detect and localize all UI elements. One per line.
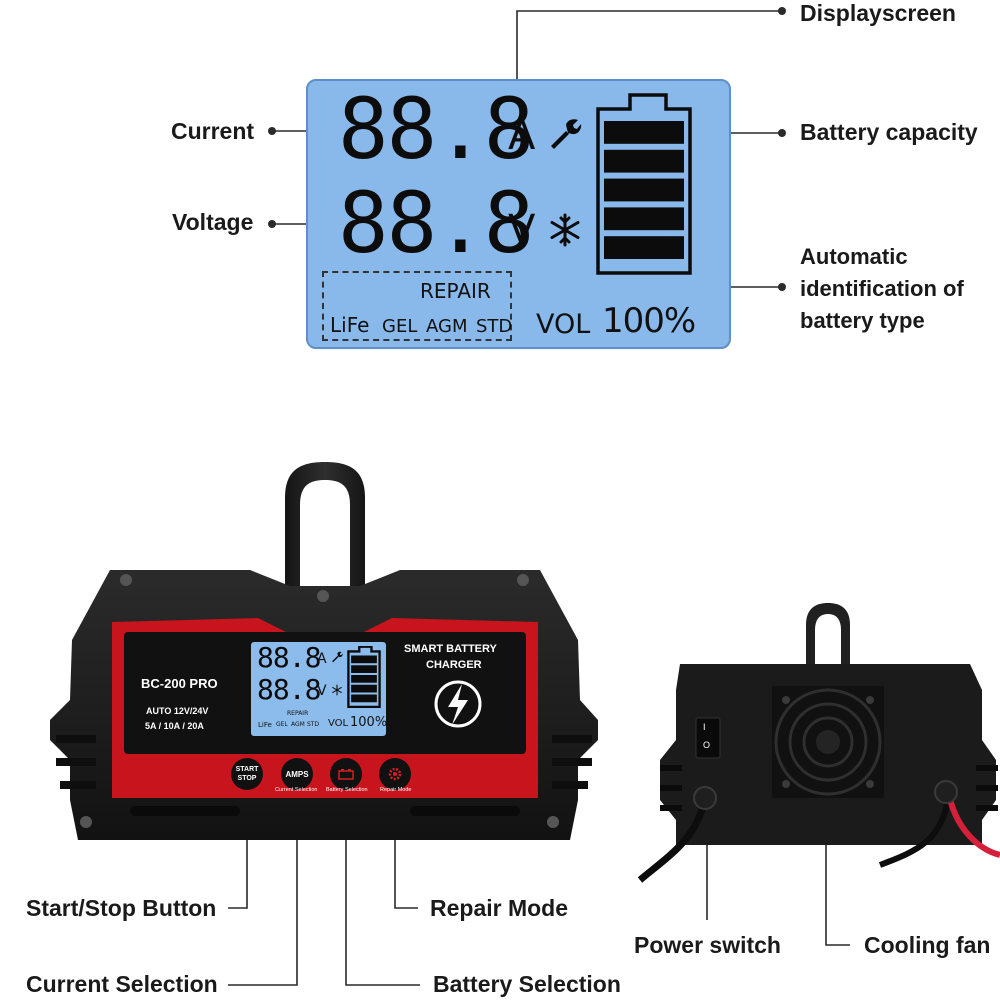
cable-gland — [693, 786, 717, 810]
device-type-std: STD — [307, 721, 320, 728]
fan-grill — [774, 688, 882, 796]
voltage-label: Voltage — [172, 209, 254, 235]
battery-type-box — [322, 271, 512, 341]
dot — [268, 127, 276, 135]
type-gel: GEL — [382, 316, 418, 337]
battery-icon — [338, 769, 354, 780]
battery-selection-label: Battery Selection — [433, 971, 621, 997]
current-selection-label: Current Selection — [26, 971, 218, 997]
dot — [268, 220, 276, 228]
vol-text: VOL — [536, 309, 591, 340]
device-battery-icon — [347, 646, 381, 708]
start-stop-button[interactable]: START STOP — [231, 758, 263, 790]
battery-bar — [351, 675, 377, 683]
device-lcd: 88.8 A 88.8 V REPAIR LiFe GEL AGM STD VO… — [251, 641, 388, 736]
current-selection-leader — [228, 803, 298, 986]
switch-on-symbol: I — [703, 722, 706, 732]
current-selection-caption: Current Selection — [275, 787, 318, 793]
back-handle-opening — [815, 614, 841, 670]
current-digits: 88.8 — [338, 80, 534, 178]
power-switch-label: Power switch — [634, 932, 781, 958]
title-line-2: CHARGER — [426, 659, 482, 671]
cooling-fan-label: Cooling fan — [864, 932, 991, 958]
device-wrench-icon — [332, 651, 343, 663]
battery-bar — [604, 236, 684, 259]
displayscreen-leader — [516, 10, 782, 100]
current-unit: A — [508, 113, 536, 159]
battery-selection-caption: Battery Selection — [326, 787, 368, 793]
voltage-unit: V — [508, 207, 536, 253]
snowflake-icon — [550, 213, 580, 247]
device-voltage-digits: 88.8 — [257, 673, 321, 706]
device-repair-text: REPAIR — [287, 710, 309, 717]
dot — [778, 7, 786, 15]
battery-bar — [604, 178, 684, 202]
device-percent-text: 100% — [350, 715, 388, 730]
black-cable-2 — [878, 799, 951, 868]
device-vol-text: VOL — [328, 718, 349, 729]
type-agm: AGM — [426, 316, 468, 337]
displayscreen-label: Displayscreen — [800, 0, 956, 26]
battery-capacity-label: Battery capacity — [800, 119, 978, 145]
back-fins — [660, 765, 998, 811]
repair-text: REPAIR — [420, 279, 491, 303]
wrench-icon — [551, 119, 582, 149]
device-type-life: LiFe — [258, 721, 272, 729]
type-std: STD — [476, 316, 513, 337]
device-snowflake-icon — [332, 684, 342, 696]
battery-bar — [351, 655, 377, 664]
model-name: BC-200 PRO — [141, 676, 218, 691]
percent-text: 100% — [602, 301, 696, 341]
device-type-gel: GEL — [276, 721, 288, 728]
battery-icon — [596, 93, 692, 275]
battery-bar — [604, 149, 684, 173]
left-fins — [56, 735, 96, 789]
handle-opening — [300, 480, 350, 588]
battery-bar — [604, 121, 684, 144]
lightning-icon — [448, 684, 468, 725]
voltage-digits: 88.8 — [338, 174, 534, 272]
black-cable — [637, 799, 709, 883]
amps-button[interactable]: AMPS — [281, 758, 313, 790]
amps-label: AMPS — [285, 769, 309, 779]
repair-mode-caption: Repair Mode — [380, 787, 412, 793]
lightning-circle — [434, 680, 482, 728]
start-stop-label: Start/Stop Button — [26, 895, 217, 921]
repair-mode-label: Repair Mode — [430, 895, 569, 921]
lcd-display: 88.8 A 88.8 V REPAIR LiFe GEL AGM STD VO… — [306, 79, 731, 349]
auto-type-label-2: identification of — [800, 276, 964, 301]
dot — [778, 283, 786, 291]
gear-icon — [388, 767, 402, 781]
battery-selection-button[interactable] — [330, 758, 362, 790]
auto-voltage: AUTO 12V/24V — [146, 706, 209, 716]
current-label: Current — [171, 118, 255, 144]
auto-type-label-3: battery type — [800, 308, 925, 333]
power-switch — [695, 717, 721, 759]
switch-off-symbol: O — [703, 740, 711, 750]
battery-selection-leader — [345, 803, 420, 986]
device-type-agm: AGM — [291, 721, 305, 728]
cable-gland-2 — [934, 780, 958, 804]
battery-bar — [351, 665, 377, 673]
type-life: LiFe — [330, 313, 370, 337]
device-current-unit: A — [317, 651, 327, 667]
dot — [778, 129, 786, 137]
battery-bar — [351, 694, 377, 703]
device-current-digits: 88.8 — [257, 641, 321, 674]
auto-type-label-1: Automatic — [800, 244, 908, 269]
repair-mode-button[interactable] — [379, 758, 411, 790]
screws — [80, 574, 559, 828]
amp-options: 5A / 10A / 20A — [145, 721, 204, 731]
device-voltage-unit: V — [317, 683, 327, 699]
start-stop-line1: START — [235, 766, 259, 773]
fan-hub — [816, 730, 840, 754]
title-line-1: SMART BATTERY — [404, 643, 497, 655]
battery-bar — [604, 207, 684, 231]
battery-bar — [351, 684, 377, 693]
start-stop-line2: STOP — [237, 775, 257, 782]
right-fins — [552, 735, 592, 789]
